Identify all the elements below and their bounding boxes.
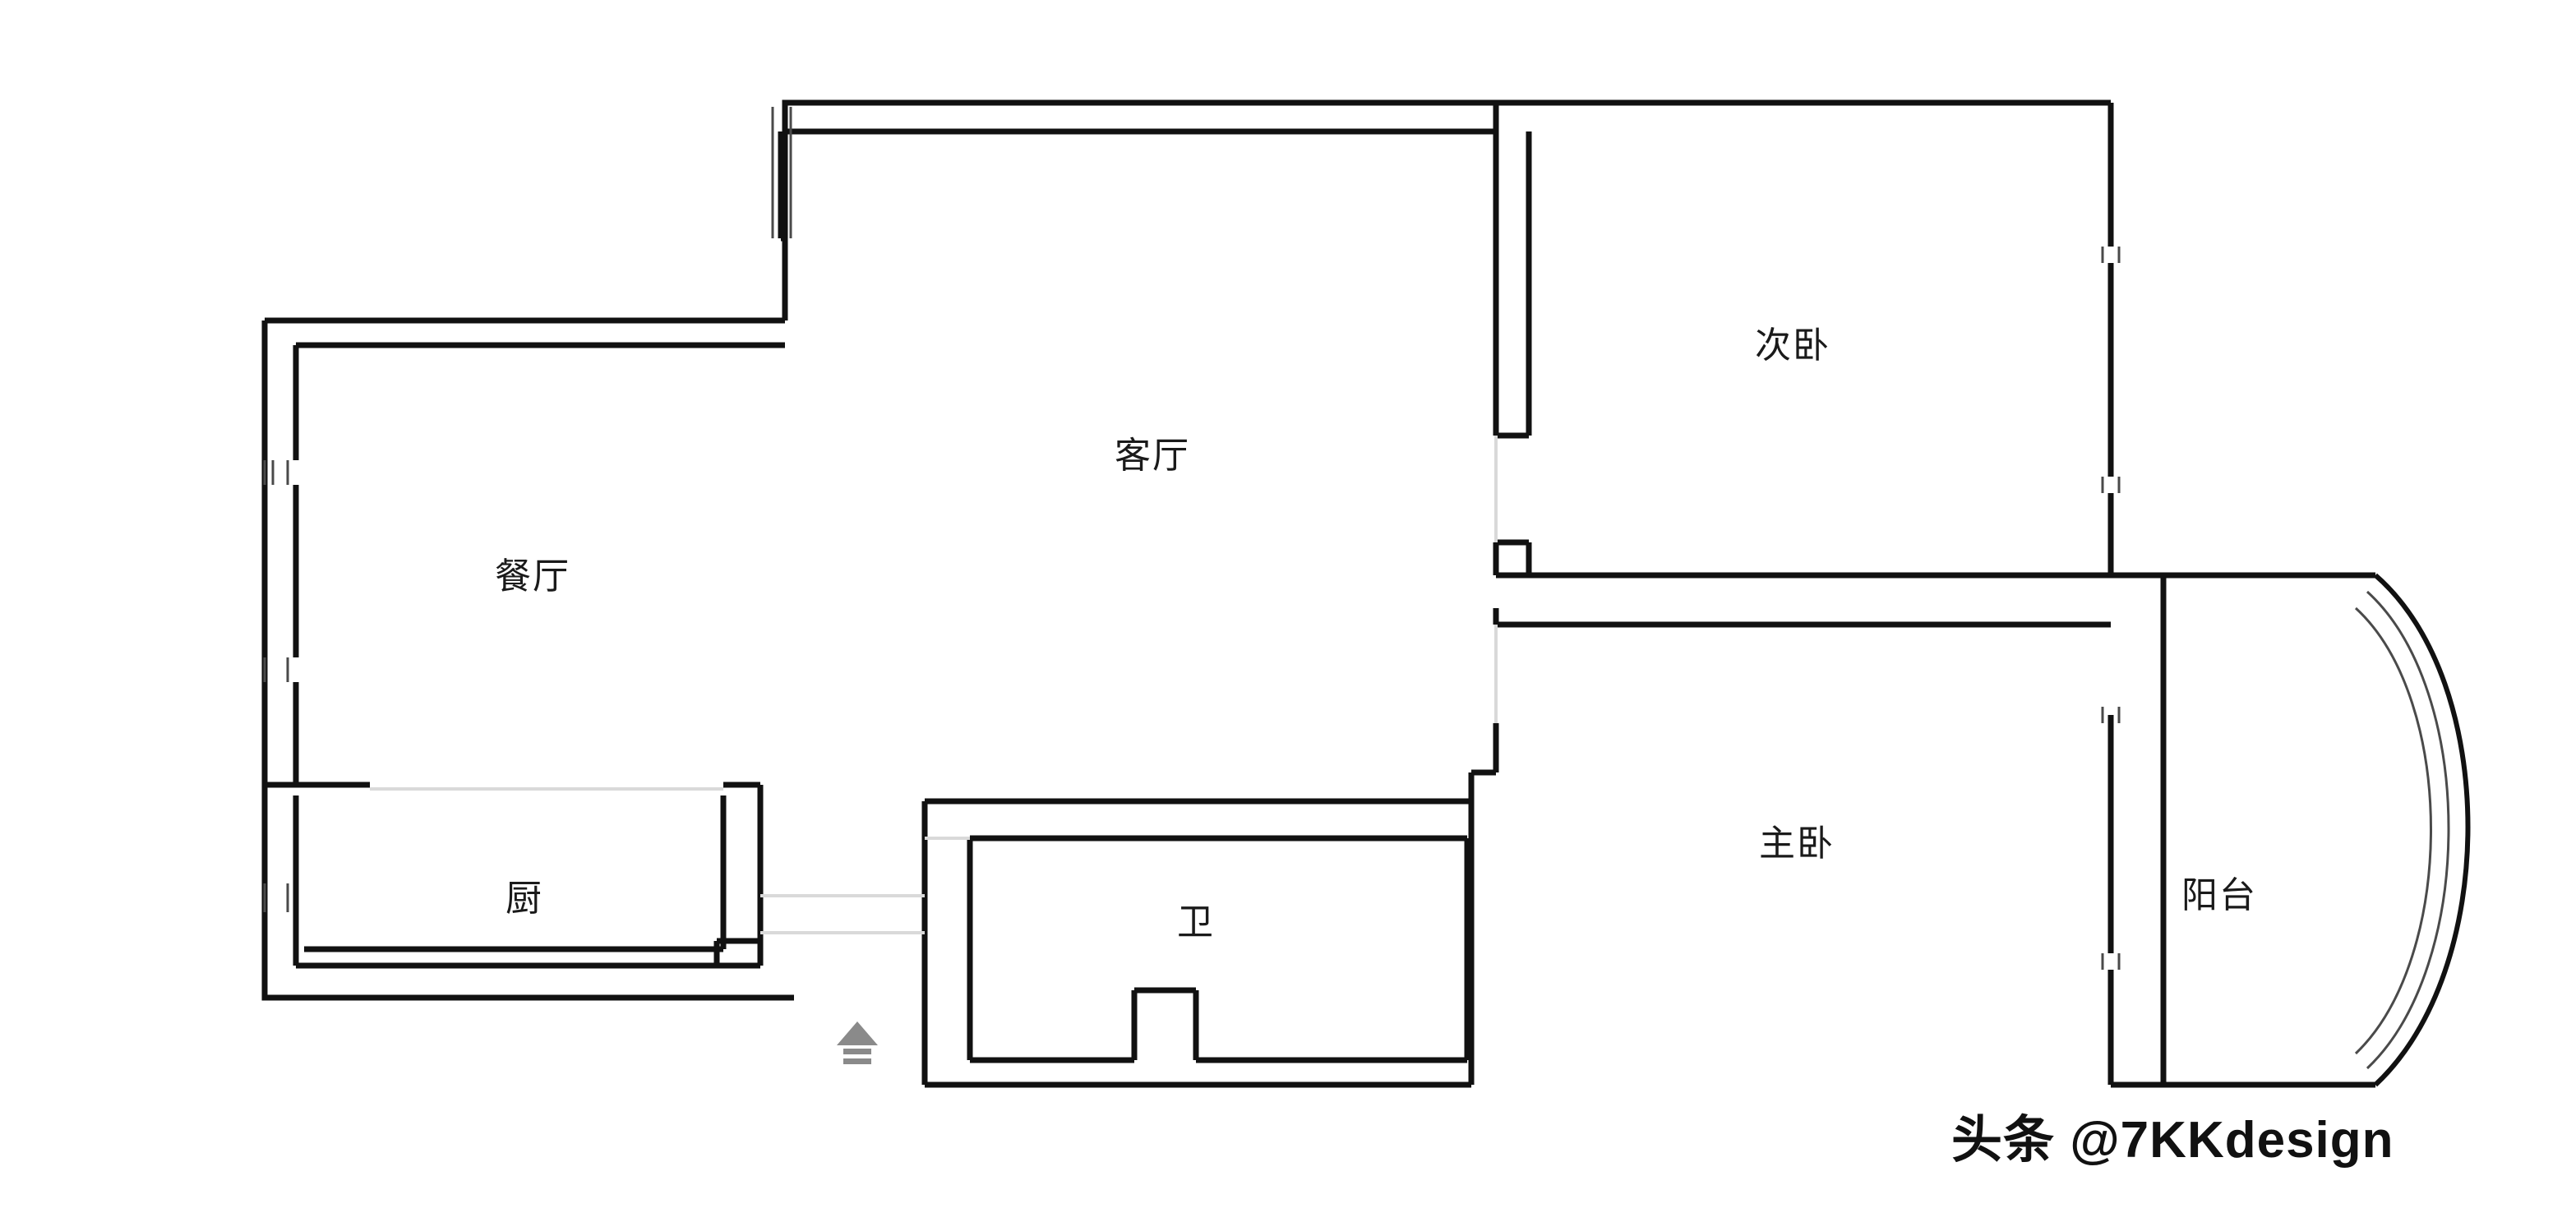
room-label-living: 客厅	[1115, 436, 1190, 476]
room-label-kitchen: 厨	[506, 878, 543, 919]
room-label-dining: 餐厅	[495, 556, 570, 597]
room-label-master-bedroom: 主卧	[1759, 823, 1835, 864]
room-label-bathroom: 卫	[1177, 902, 1215, 943]
watermark-text: 头条 @7KKdesign	[1951, 1112, 2394, 1169]
room-label-balcony: 阳台	[2181, 875, 2257, 915]
room-label-second-bedroom: 次卧	[1755, 325, 1830, 366]
wall-outlines	[261, 99, 2375, 1088]
balcony-curved-window-inner	[2354, 590, 2450, 1070]
entrance-arrow-icon	[837, 1021, 878, 1064]
balcony-curved-window	[2373, 573, 2471, 1087]
windows-and-openings	[263, 107, 2121, 970]
glass-partition-lines	[370, 436, 1498, 934]
